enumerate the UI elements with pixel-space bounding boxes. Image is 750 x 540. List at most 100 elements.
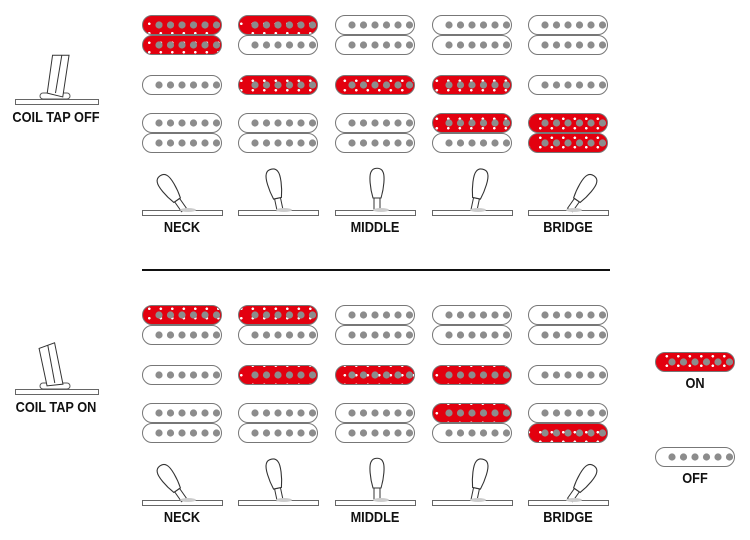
pole-piece: [285, 429, 294, 437]
pole-piece: [297, 409, 305, 417]
selector-switch-icon: [142, 463, 223, 506]
pole-piece: [212, 311, 221, 319]
pole-piece: [541, 139, 549, 147]
pole-piece: [456, 311, 465, 319]
pole-piece: [297, 139, 305, 147]
bridge-pickup-coil-2: [432, 133, 512, 153]
pole-piece: [382, 371, 391, 379]
pole-piece: [371, 119, 379, 127]
pole-piece: [178, 21, 186, 29]
pole-piece: [405, 311, 414, 319]
pole-piece: [394, 81, 402, 89]
selector-switch-icon: [142, 173, 223, 216]
middle-pickup: [528, 365, 608, 385]
pole-piece: [359, 81, 368, 89]
position-label: MIDDLE: [350, 219, 400, 236]
pole-piece: [297, 119, 305, 127]
pole-piece: [297, 311, 305, 319]
pole-piece: [308, 119, 317, 127]
middle-pickup: [142, 365, 222, 385]
pole-piece: [274, 371, 282, 379]
pole-piece: [564, 139, 572, 147]
pole-piece: [348, 81, 356, 89]
pole-piece: [251, 311, 259, 319]
pole-piece: [479, 371, 488, 379]
legend-on-pickup: [655, 352, 735, 372]
pole-piece: [285, 409, 294, 417]
bridge-pickup-coil-1: [432, 113, 512, 133]
neck-pickup-coil-1: [335, 305, 415, 325]
pole-piece: [212, 429, 221, 437]
pole-piece: [359, 139, 368, 147]
legend-off-pickup: [655, 447, 735, 467]
neck-pickup-coil-2: [142, 35, 222, 55]
pole-piece: [445, 371, 453, 379]
pole-piece: [725, 453, 734, 461]
bridge-pickup-coil-2: [142, 133, 222, 153]
pole-piece: [691, 453, 699, 461]
pole-piece: [382, 21, 391, 29]
pole-piece: [598, 41, 607, 49]
pole-piece: [479, 139, 488, 147]
pole-piece: [598, 119, 607, 127]
neck-pickup-coil-1: [528, 15, 608, 35]
pole-piece: [262, 139, 271, 147]
pole-piece: [598, 311, 607, 319]
neck-pickup-coil-2: [335, 325, 415, 345]
bridge-pickup-coil-2: [142, 423, 222, 443]
pole-piece: [201, 331, 209, 339]
pole-piece: [502, 371, 511, 379]
position-label: NECK: [163, 509, 201, 526]
pole-piece: [598, 139, 607, 147]
pole-piece: [262, 429, 271, 437]
pole-piece: [598, 409, 607, 417]
middle-pickup: [528, 75, 608, 95]
pole-piece: [251, 119, 259, 127]
pole-piece: [178, 139, 186, 147]
pole-piece: [445, 21, 453, 29]
pole-piece: [274, 139, 282, 147]
pole-piece: [587, 331, 595, 339]
pole-piece: [575, 119, 584, 127]
pole-piece: [297, 331, 305, 339]
pole-piece: [552, 409, 561, 417]
bridge-pickup-coil-1: [335, 113, 415, 133]
pole-piece: [285, 119, 294, 127]
pole-piece: [445, 81, 453, 89]
pole-piece: [564, 311, 572, 319]
pole-piece: [359, 409, 368, 417]
pole-piece: [479, 119, 488, 127]
pole-piece: [552, 371, 561, 379]
pole-piece: [587, 139, 595, 147]
pole-piece: [308, 429, 317, 437]
pole-piece: [166, 409, 175, 417]
pole-piece: [445, 311, 453, 319]
bridge-pickup-coil-2: [528, 423, 608, 443]
bridge-pickup-coil-1: [432, 403, 512, 423]
pole-piece: [251, 81, 259, 89]
pole-piece: [201, 429, 209, 437]
pole-piece: [155, 81, 163, 89]
pole-piece: [502, 429, 511, 437]
pole-piece: [308, 21, 317, 29]
pole-piece: [564, 371, 572, 379]
pole-piece: [189, 409, 198, 417]
pole-piece: [502, 409, 511, 417]
pole-piece: [445, 41, 453, 49]
bridge-pickup-coil-1: [528, 113, 608, 133]
pole-piece: [456, 331, 465, 339]
pole-piece: [155, 21, 163, 29]
neck-pickup-coil-2: [238, 325, 318, 345]
pole-piece: [502, 81, 511, 89]
pole-piece: [251, 41, 259, 49]
middle-pickup: [335, 365, 415, 385]
neck-pickup-coil-1: [432, 15, 512, 35]
pole-piece: [541, 311, 549, 319]
pole-piece: [285, 371, 294, 379]
pole-piece: [297, 21, 305, 29]
pole-piece: [587, 21, 595, 29]
pole-piece: [691, 358, 699, 366]
pole-piece: [394, 429, 402, 437]
pole-piece: [502, 311, 511, 319]
